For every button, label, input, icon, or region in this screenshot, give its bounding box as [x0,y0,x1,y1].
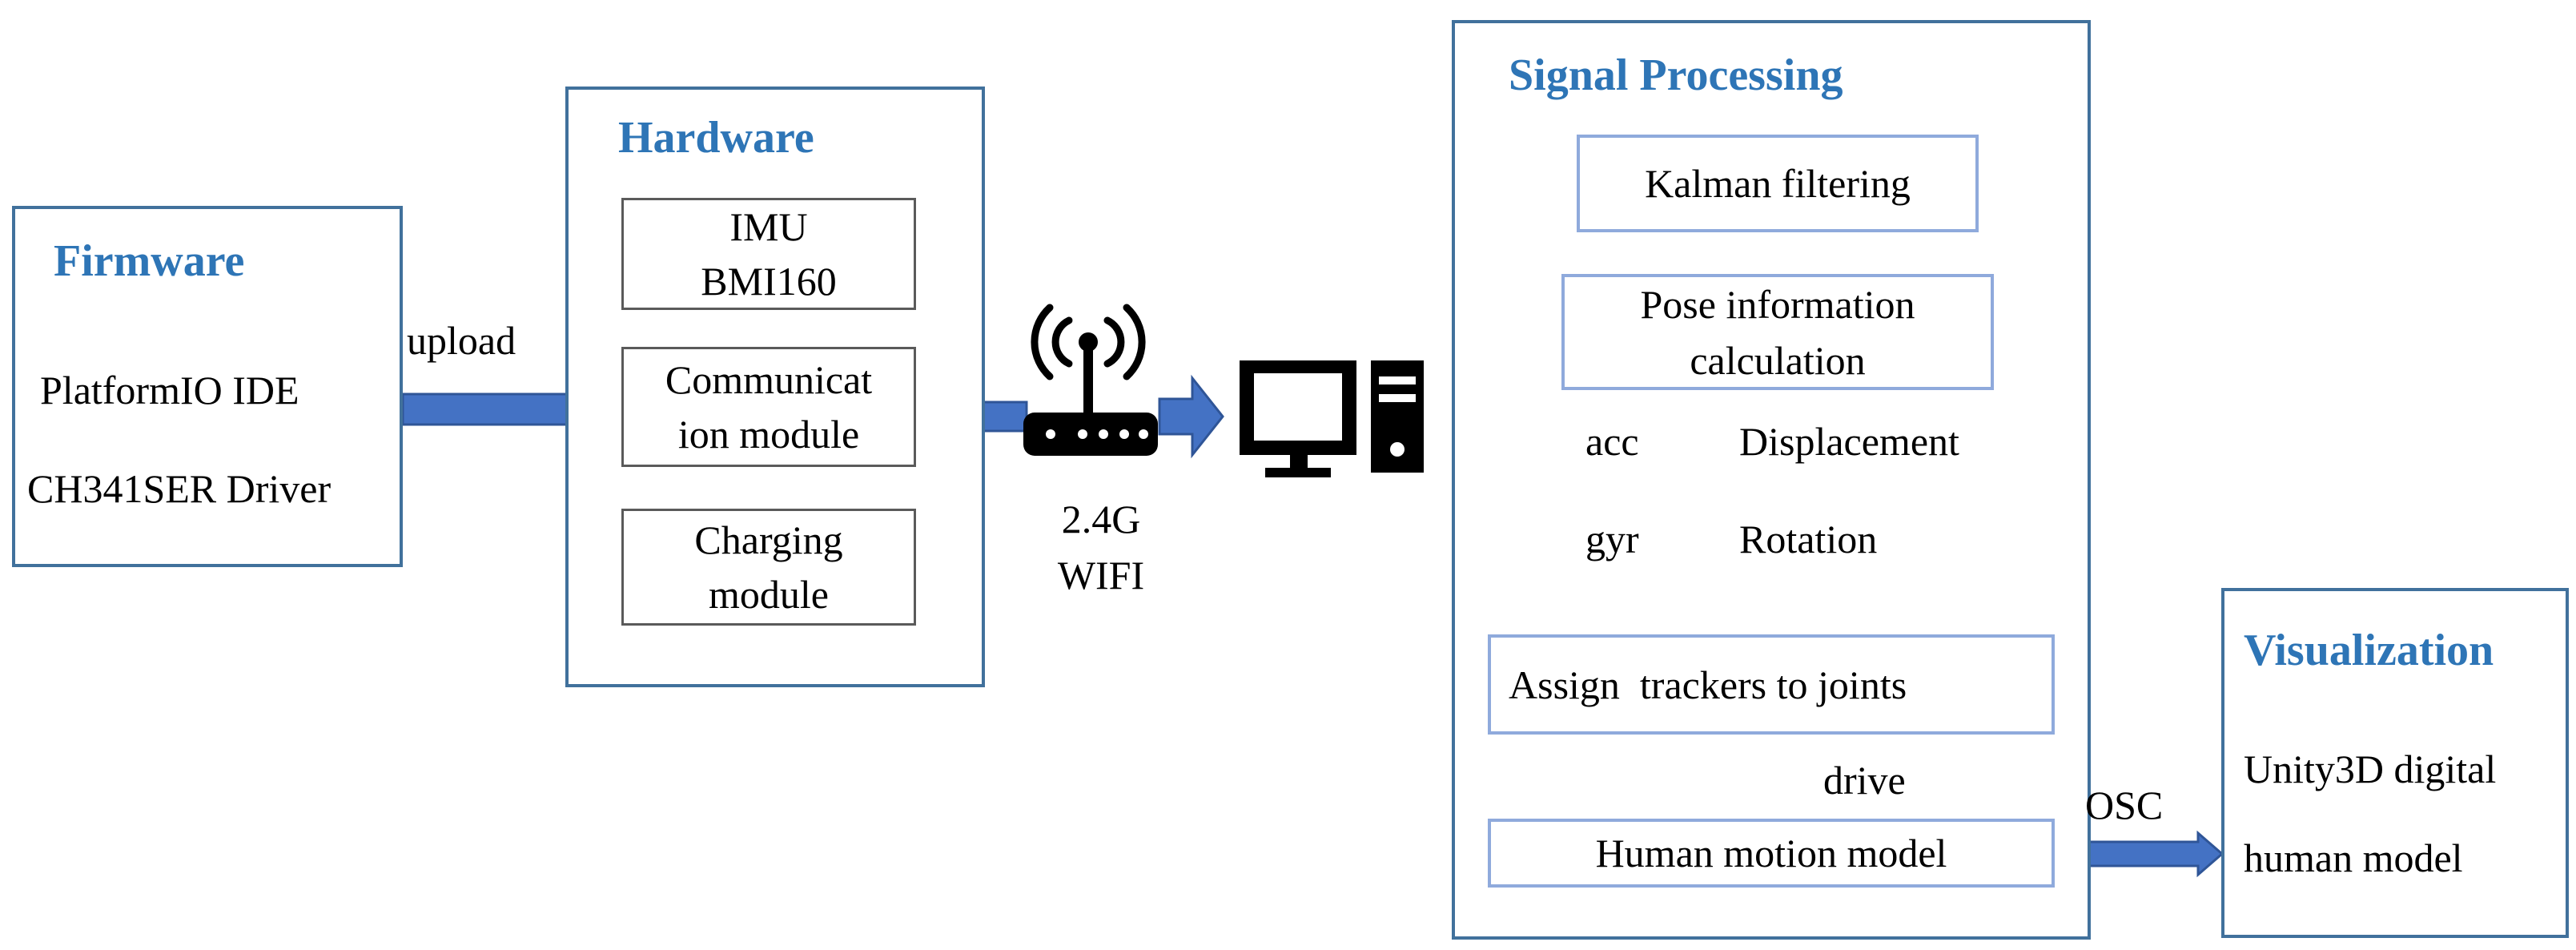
wireless-line1: 2.4G [1061,497,1141,541]
gyr-label: gyr [1585,517,1639,562]
firmware-item-ch341ser: CH341SER Driver [27,466,332,511]
visualization-title: Visualization [2244,626,2494,675]
pose-calculation-box: Pose information calculation [1561,274,1994,390]
charging-module-line2: module [709,572,829,617]
imu-module-box: IMU BMI160 [621,198,916,310]
charging-module-line1: Charging [694,517,843,562]
firmware-panel [12,206,403,567]
osc-label: OSC [2085,783,2164,827]
communication-module-line2: ion module [677,412,860,457]
upload-label: upload [407,318,516,363]
human-motion-model-box: Human motion model [1488,819,2055,888]
desktop-computer-icon [1240,360,1424,477]
kalman-filtering-box: Kalman filtering [1577,135,1979,232]
assign-trackers-box: Assign trackers to joints [1488,634,2055,735]
visualization-panel [2221,588,2569,938]
communication-module-line1: Communicat [665,357,873,402]
pose-line2: calculation [1690,337,1866,383]
pose-line1: Pose information [1640,281,1915,327]
imu-module-line1: IMU [729,204,808,249]
acc-label: acc [1585,419,1639,464]
visualization-line2: human model [2244,835,2463,880]
wireless-line2: WIFI [1057,553,1145,598]
visualization-line1: Unity3D digital [2244,747,2497,791]
assign-trackers-label: Assign trackers to joints [1509,662,1907,707]
rotation-label: Rotation [1739,517,1878,562]
firmware-item-platformio: PlatformIO IDE [40,368,299,413]
displacement-label: Displacement [1739,419,1959,464]
wifi-to-pc-arrow [1158,374,1224,459]
communication-module-box: Communicat ion module [621,347,916,467]
firmware-title: Firmware [54,236,245,286]
wireless-label: 2.4G WIFI [1041,491,1161,603]
hardware-title: Hardware [618,113,814,163]
charging-module-box: Charging module [621,509,916,626]
drive-label: drive [1823,758,1906,803]
imu-module-line2: BMI160 [701,259,837,304]
signal-processing-title: Signal Processing [1509,50,1843,100]
wifi-router-icon [1023,304,1158,456]
